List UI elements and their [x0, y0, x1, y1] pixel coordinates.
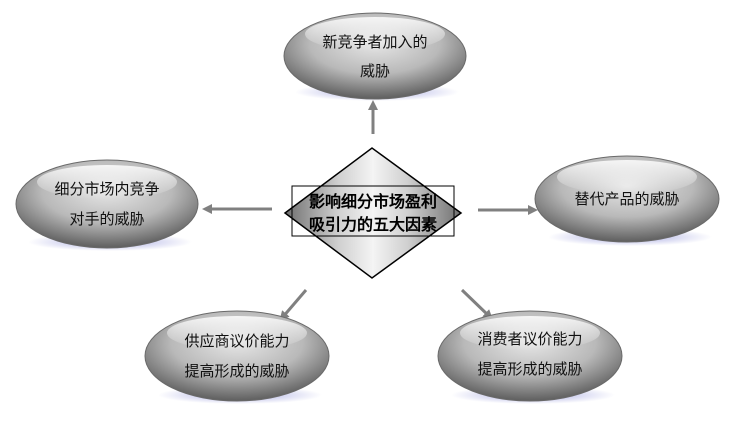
- node-rivalry-line-2: 对手的威胁: [69, 210, 144, 228]
- node-buyer-power-line-2: 提高形成的威胁: [477, 360, 582, 378]
- arrows: [202, 100, 538, 322]
- node-buyer-power-line-1: 消费者议价能力: [477, 330, 582, 348]
- center-label-frame: [291, 185, 455, 237]
- node-supplier-power-line-1: 供应商议价能力: [184, 332, 289, 350]
- node-buyer-power: 消费者议价能力 提高形成的威胁: [437, 310, 623, 404]
- node-rivalry: 细分市场内竞争 对手的威胁: [15, 159, 199, 251]
- node-new-entrants: 新竞争者加入的 威胁: [283, 12, 467, 101]
- node-substitutes: 替代产品的威胁: [534, 155, 720, 246]
- node-supplier-power: 供应商议价能力 提高形成的威胁: [144, 310, 330, 404]
- arrow-to-bottom-right: [460, 288, 493, 320]
- node-rivalry-line-1: 细分市场内竞争: [54, 180, 159, 198]
- node-new-entrants-line-2: 威胁: [360, 62, 390, 80]
- node-supplier-power-line-2: 提高形成的威胁: [184, 362, 289, 380]
- arrow-to-bottom-left: [279, 289, 308, 322]
- node-new-entrants-line-1: 新竞争者加入的: [322, 33, 427, 51]
- node-substitutes-line-1: 替代产品的威胁: [574, 190, 679, 208]
- center-label-line-1: 影响细分市场盈利: [309, 192, 437, 211]
- center-label-line-2: 吸引力的五大因素: [309, 215, 437, 234]
- center-hexagon: 影响细分市场盈利 吸引力的五大因素: [283, 147, 463, 279]
